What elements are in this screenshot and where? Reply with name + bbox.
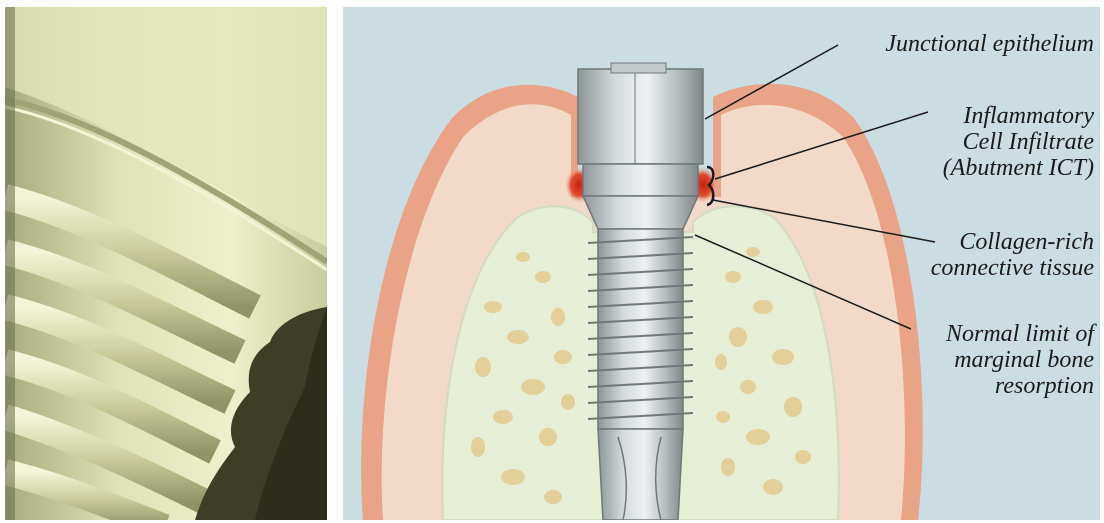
label-inflammatory-line1: Inflammatory: [943, 103, 1094, 129]
label-normal-limit-bone-resorption: Normal limit of marginal bone resorption: [946, 321, 1094, 399]
label-collagen-rich-tissue: Collagen-rich connective tissue: [931, 229, 1094, 281]
label-inflammatory-line2: Cell Infiltrate: [943, 129, 1094, 155]
implant-micrograph-panel: [5, 7, 327, 520]
label-junctional-epithelium-text: Junctional epithelium: [885, 31, 1094, 57]
label-normal-line1: Normal limit of: [946, 321, 1094, 347]
label-normal-line3: resorption: [946, 373, 1094, 399]
implant-micrograph-image: [5, 7, 327, 520]
implant-diagram-panel: Junctional epithelium Inflammatory Cell …: [343, 7, 1100, 520]
label-normal-line2: marginal bone: [946, 347, 1094, 373]
label-collagen-line2: connective tissue: [931, 255, 1094, 281]
label-inflammatory-infiltrate: Inflammatory Cell Infiltrate (Abutment I…: [943, 103, 1094, 181]
label-collagen-line1: Collagen-rich: [931, 229, 1094, 255]
label-inflammatory-line3: (Abutment ICT): [943, 155, 1094, 181]
label-junctional-epithelium: Junctional epithelium: [885, 31, 1094, 57]
